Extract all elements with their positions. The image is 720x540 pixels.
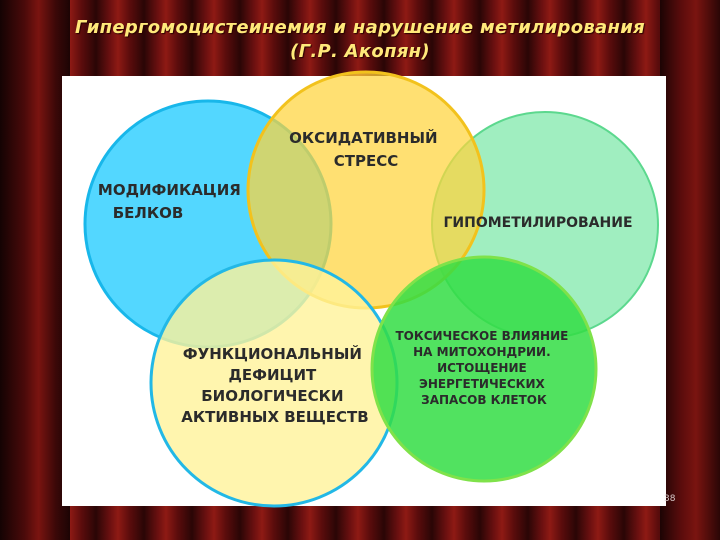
- page-number: 38: [664, 494, 676, 504]
- curtain-right-drape: [660, 0, 720, 540]
- protein-modification-label: МОДИФИКАЦИЯ БЕЛКОВ: [98, 181, 246, 222]
- oxidative-stress-line-1: ОКСИДАТИВНЫЙ: [289, 128, 437, 147]
- toxic-effect-line-5: ЗАПАСОВ КЛЕТОК: [421, 393, 547, 407]
- slide-title-line-1: Гипергомоцистеинемия и нарушение метилир…: [74, 17, 645, 38]
- slide-title-line-2: (Г.Р. Акопян): [290, 41, 430, 62]
- functional-deficit-line-3: БИОЛОГИЧЕСКИ: [201, 387, 343, 405]
- hypomethylation-label: ГИПОМЕТИЛИРОВАНИЕ: [443, 215, 632, 231]
- functional-deficit-line-2: ДЕФИЦИТ: [229, 366, 318, 384]
- functional-deficit-line-1: ФУНКЦИОНАЛЬНЫЙ: [183, 344, 362, 363]
- curtain-left-drape: [0, 0, 70, 540]
- functional-deficit-label: ФУНКЦИОНАЛЬНЫЙ ДЕФИЦИТ БИОЛОГИЧЕСКИ АКТИ…: [181, 344, 368, 426]
- protein-modification-line-1: МОДИФИКАЦИЯ: [98, 181, 241, 199]
- hypomethylation-line-1: ГИПОМЕТИЛИРОВАНИЕ: [443, 215, 632, 231]
- oxidative-stress-line-2: СТРЕСС: [334, 152, 399, 170]
- circle-toxic-effect: [370, 255, 598, 483]
- slide-title: Гипергомоцистеинемия и нарушение метилир…: [0, 16, 720, 64]
- oxidative-stress-label: ОКСИДАТИВНЫЙ СТРЕСС: [289, 128, 443, 170]
- protein-modification-line-2: БЕЛКОВ: [113, 204, 184, 222]
- toxic-effect-line-3: ИСТОЩЕНИЕ: [437, 361, 527, 375]
- toxic-effect-line-4: ЭНЕРГЕТИЧЕСКИХ: [419, 377, 545, 391]
- functional-deficit-line-4: АКТИВНЫХ ВЕЩЕСТВ: [181, 408, 368, 426]
- toxic-effect-line-2: НА МИТОХОНДРИИ.: [413, 345, 551, 359]
- toxic-effect-label: ТОКСИЧЕСКОЕ ВЛИЯНИЕ НА МИТОХОНДРИИ. ИСТО…: [396, 329, 573, 407]
- toxic-effect-line-1: ТОКСИЧЕСКОЕ ВЛИЯНИЕ: [396, 329, 569, 343]
